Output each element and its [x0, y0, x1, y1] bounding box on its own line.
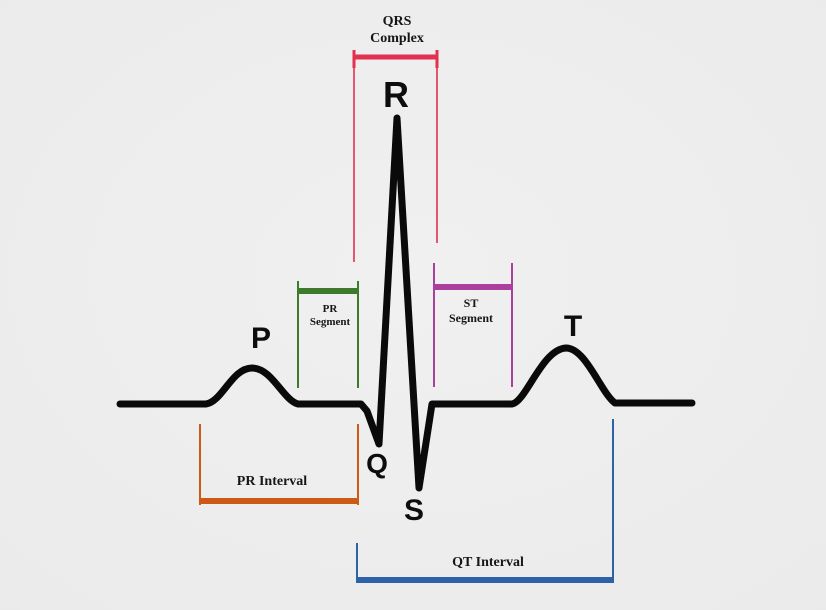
t-wave-label: T — [563, 310, 583, 343]
pr-interval-label: PR Interval — [236, 474, 308, 489]
st-segment-label: ST Segment — [449, 296, 493, 325]
pr-segment-label: PR Segment — [309, 303, 351, 328]
p-wave-label: P — [250, 322, 272, 355]
qt-interval-label: QT Interval — [452, 555, 524, 570]
qrs-complex-label: QRS Complex — [370, 14, 424, 46]
s-wave-label: S — [403, 494, 425, 527]
q-wave-label: Q — [366, 448, 388, 479]
r-wave-label: R — [383, 74, 409, 115]
ecg-trace — [116, 114, 696, 492]
